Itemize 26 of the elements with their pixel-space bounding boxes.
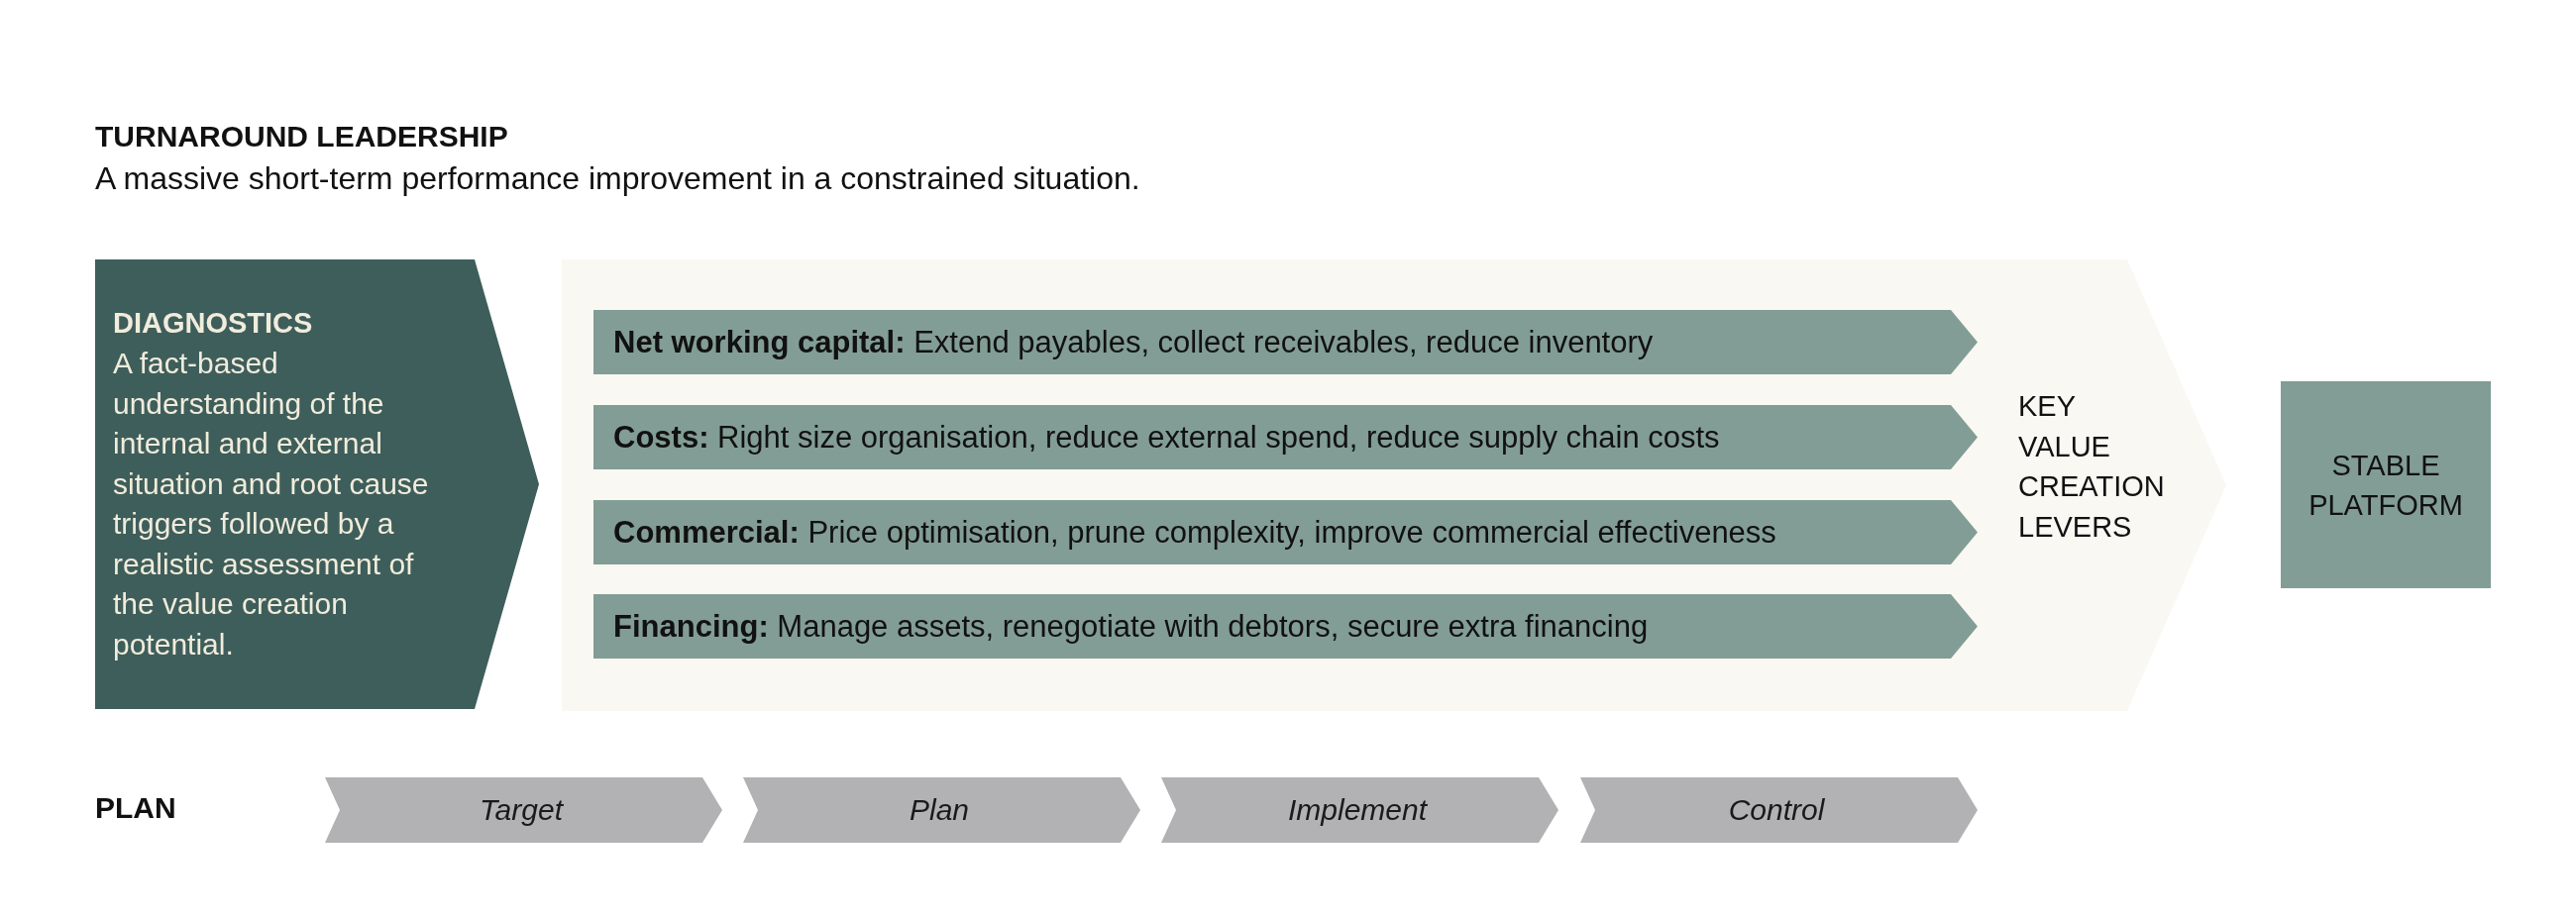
lever-bar [593, 405, 1978, 469]
lever-text: Financing: Manage assets, renegotiate with debtors, secure extra financing [613, 608, 1649, 645]
pointed-panel [562, 259, 2226, 711]
lever-text: Net working capital: Extend payables, collect receivables, reduce inventory [613, 324, 1654, 360]
panel-label: KEY VALUE CREATION LEVERS [2018, 389, 2165, 545]
square-panel [2281, 381, 2491, 588]
lever-text: Costs: Right size organisation, reduce external spend, reduce supply chain costs [613, 419, 1720, 456]
box-label: STABLE PLATFORM [2308, 448, 2463, 523]
subtitle: A massive short-term performance improvement in a constrained situation. [95, 159, 1140, 197]
lever-text: Commercial: Price optimisation, prune complexity, improve commercial effectiveness [613, 514, 1776, 551]
process-step [743, 777, 1140, 843]
title: TURNAROUND LEADERSHIP [95, 119, 508, 154]
pentagon-panel [95, 259, 539, 709]
panel-heading: DIAGNOSTICS [113, 306, 314, 342]
process-step [1580, 777, 1978, 843]
step-label: Plan [909, 792, 969, 828]
row-label: PLAN [95, 790, 176, 826]
process-step [1161, 777, 1558, 843]
step-label: Target [480, 792, 563, 828]
step-label: Implement [1287, 792, 1428, 828]
lever-bar [593, 310, 1978, 374]
panel-description: A fact-based understanding of the internal and external situation and root cause triggers followed by a realistic assessment of the value creation potential. [113, 345, 430, 663]
step-label: Control [1728, 792, 1825, 828]
process-step [325, 777, 722, 843]
lever-bar [593, 500, 1978, 564]
lever-bar [593, 594, 1978, 659]
